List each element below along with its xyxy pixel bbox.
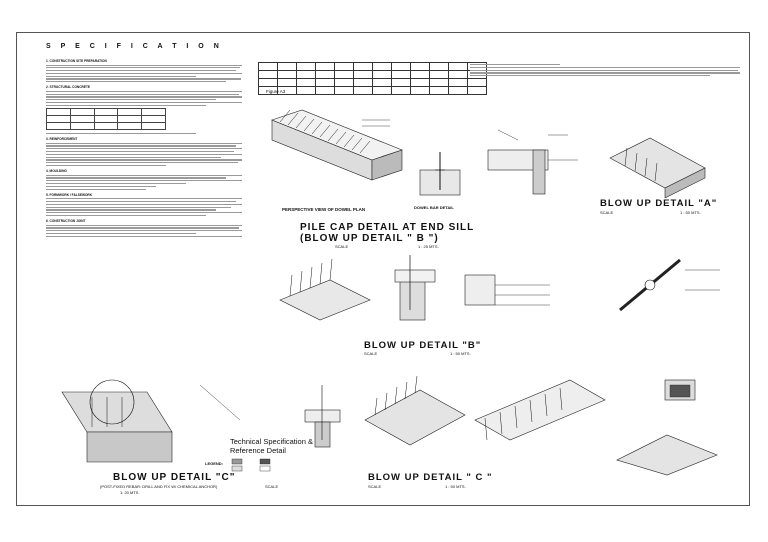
detail-c2-section-1-drawing: [304, 385, 341, 448]
detail-c-scale-value: 1: 20 MTS.: [120, 490, 140, 495]
detail-b-dowel-drawing: [619, 258, 720, 312]
spec-section-5: 5. FORMWORK / FALSEWORK: [46, 192, 93, 197]
spec-section-6: 6. CONSTRUCTION JOINT: [46, 219, 86, 224]
detail-b-section-drawing: [394, 255, 436, 321]
tech-spec-line-1: Technical Specification &: [230, 437, 313, 446]
spec-section-1: 1. CONSTRUCTION SITE PREPARATION: [46, 59, 107, 63]
detail-b-perspective-drawing: [279, 258, 371, 321]
detail-c-callout-drawing: [199, 384, 241, 421]
spec-heading: S P E C I F I C A T I O N: [46, 43, 223, 50]
spec-section-4: 4. MOULDING: [46, 169, 67, 174]
detail-c2-scale-label: SCALE: [368, 484, 382, 489]
detail-c-scale-label: SCALE: [265, 484, 279, 489]
concrete-table: [46, 107, 166, 130]
detail-a-title: BLOW UP DETAIL "A": [600, 198, 718, 209]
pile-cap-scale-value: 1 : 25 MTS.: [418, 244, 439, 249]
detail-a-scale-label: SCALE: [600, 210, 614, 215]
detail-c2-corner-drawing: [664, 379, 696, 401]
pile-cap-title-2: (BLOW UP DETAIL " B "): [300, 233, 439, 244]
detail-c2-title: BLOW UP DETAIL " C ": [368, 472, 493, 483]
detail-c2-plan-drawing: [616, 434, 718, 476]
perspective-view-label: PERSPECTIVE VIEW OF DOWEL PLAN: [282, 207, 366, 212]
detail-b-plan-drawing: [464, 274, 550, 306]
general-notes: [470, 64, 740, 78]
detail-c2-perspective-drawing: [364, 375, 466, 446]
dowel-bar-detail-drawing: [419, 152, 461, 196]
detail-c2-elevation-drawing: [474, 379, 606, 441]
pile-cap-title-1: PILE CAP DETAIL AT END SILL: [300, 222, 475, 233]
detail-b-title: BLOW UP DETAIL "B": [364, 340, 482, 351]
detail-c-subtitle: (POST-FIXED REBAR: DRILL AND FIX W/ CHEM…: [100, 484, 218, 489]
sheet-border: [16, 32, 750, 506]
detail-b-scale-value: 1 : 50 MTS.: [450, 351, 471, 356]
detail-b-scale-label: SCALE: [364, 351, 378, 356]
detail-c-title: BLOW UP DETAIL "C": [113, 472, 236, 483]
detail-c2-scale-value: 1 : 50 MTS.: [445, 484, 466, 489]
perspective-dowel-plan-drawing: [271, 109, 403, 181]
dowel-bar-label: DOWEL BAR DETAIL: [414, 205, 454, 210]
legend-label: LEGEND:: [205, 461, 223, 466]
legend-swatches: [231, 458, 271, 472]
detail-a-scale-value: 1 : 50 MTS.: [680, 210, 701, 215]
spec-column: 1. CONSTRUCTION SITE PREPARATION 2. STRU…: [46, 56, 246, 496]
spec-section-3: 3. REINFORCEMENT: [46, 137, 78, 142]
tech-spec-line-2: Reference Detail: [230, 446, 286, 455]
detail-c-anchor-drawing: [61, 379, 173, 463]
detail-a-perspective-drawing: [609, 137, 706, 198]
figure-a3-label: Figure A3: [266, 89, 286, 94]
rebar-schedule-table: [258, 62, 487, 95]
pile-cap-scale-label: SCALE: [335, 244, 349, 249]
detail-a-section-drawing: [487, 129, 578, 195]
spec-section-2: 2. STRUCTURAL CONCRETE: [46, 85, 91, 90]
